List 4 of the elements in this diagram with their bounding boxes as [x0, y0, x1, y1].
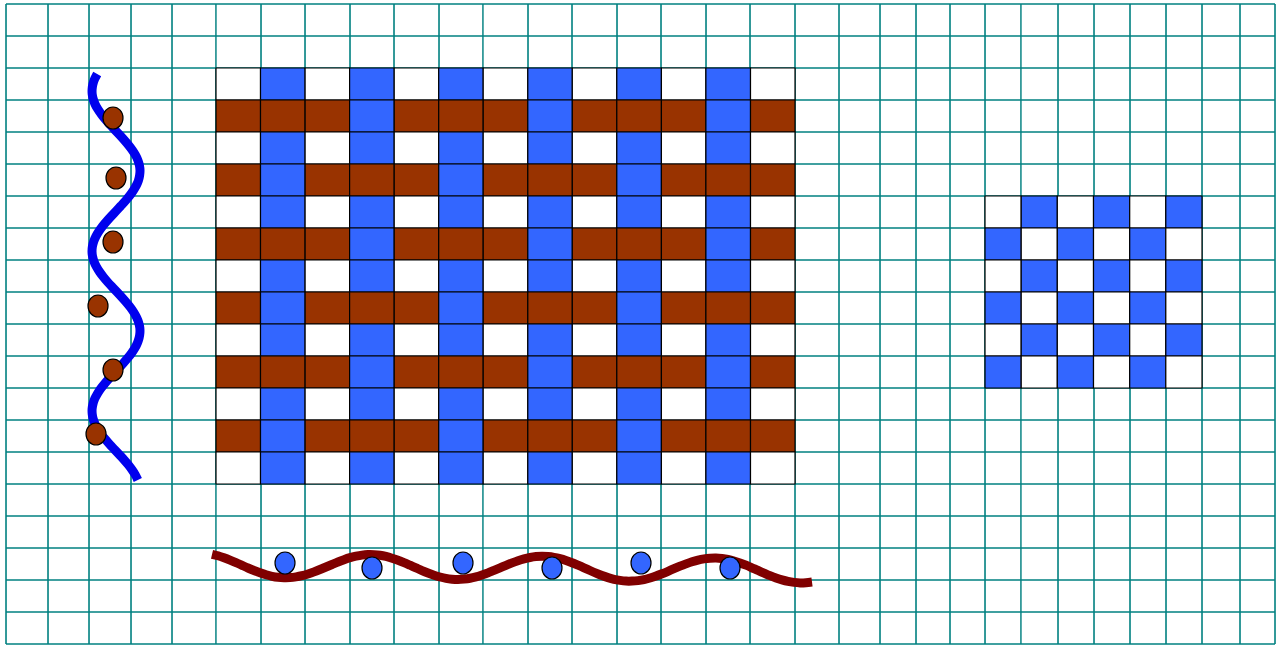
warp-thread-drawing: [85, 71, 145, 482]
weave-drawing: [215, 67, 796, 485]
weft-thread-drawing: [210, 549, 813, 588]
checker-drawing: [984, 195, 1203, 389]
